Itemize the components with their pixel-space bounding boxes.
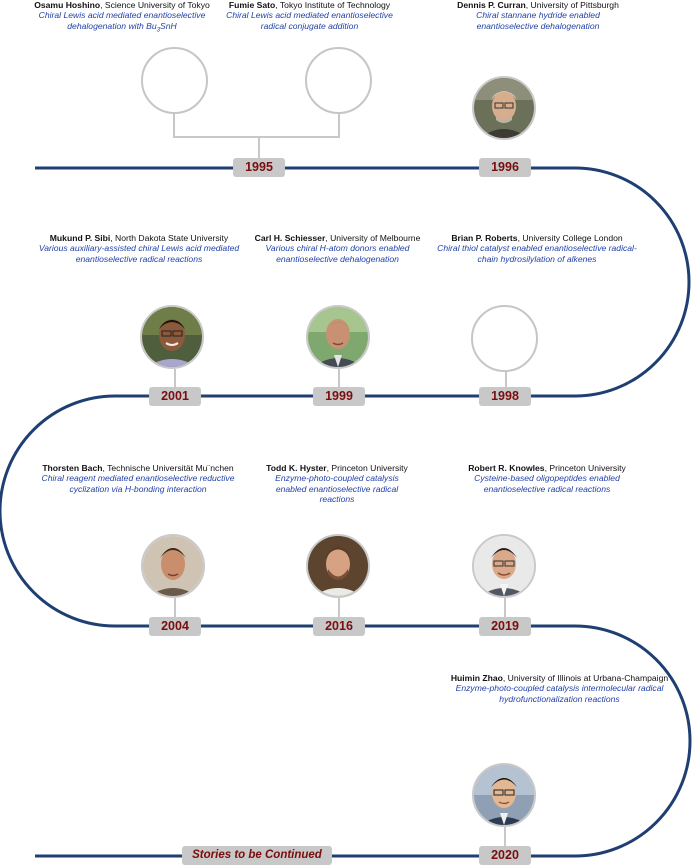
portrait-bach (141, 534, 205, 598)
description-line-1: Chiral Lewis acid mediated enantioselect… (38, 10, 206, 21)
portrait-image (308, 536, 368, 596)
researcher-affiliation: , University of Melbourne (325, 233, 421, 243)
researcher-name: Thorsten Bach (42, 463, 103, 473)
connector (338, 369, 340, 387)
research-description: Various auxiliary-assisted chiral Lewis … (38, 243, 240, 264)
entry-sato: Fumie Sato, Tokyo Institute of Technolog… (197, 0, 422, 31)
research-description: Various chiral H-atom donors enabled ena… (265, 243, 410, 264)
connector (504, 827, 506, 846)
entry-zhao: Huimin Zhao, University of Illinois at U… (442, 673, 677, 704)
connector-bar (173, 136, 340, 138)
description-line-2: dehalogenation with Bu (67, 20, 157, 31)
researcher-affiliation: , Science University of Tokyo (100, 0, 210, 10)
researcher-affiliation: , Tokyo Institute of Technology (275, 0, 391, 10)
research-description: Chiral thiol catalyst enabled enantiosel… (437, 243, 637, 264)
placeholder-circle-hoshino (141, 47, 208, 114)
year-2019: 2019 (479, 617, 531, 636)
entry-roberts: Brian P. Roberts, University College Lon… (432, 233, 642, 264)
year-2004: 2004 (149, 617, 201, 636)
placeholder-circle-roberts (471, 305, 538, 372)
researcher-affiliation: , University of Pittsburgh (525, 0, 619, 10)
researcher-affiliation: , Technische Universität Mu¨nchen (102, 463, 234, 473)
year-1996: 1996 (479, 158, 531, 177)
researcher-name: Dennis P. Curran (457, 0, 526, 10)
researcher-name: Brian P. Roberts (451, 233, 518, 243)
connector (173, 113, 175, 137)
stories-to-be-continued-label: Stories to be Continued (182, 846, 332, 865)
connector (505, 372, 507, 387)
portrait-image (474, 78, 534, 138)
research-description: Enzyme-photo-coupled catalysis intermole… (455, 683, 664, 704)
portrait-knowles (472, 534, 536, 598)
research-description: Chiral stannane hydride enabled enantios… (476, 10, 600, 31)
entry-knowles: Robert R. Knowles, Princeton University … (452, 463, 642, 494)
research-description: Chiral Lewis acid mediated enantioselect… (7, 10, 237, 36)
connector (174, 369, 176, 387)
portrait-image (474, 536, 534, 596)
year-1999: 1999 (313, 387, 365, 406)
researcher-affiliation: , Princeton University (326, 463, 408, 473)
connector (504, 598, 506, 617)
entry-bach: Thorsten Bach, Technische Universität Mu… (22, 463, 254, 494)
researcher-affiliation: , University of Illinois at Urbana-Champ… (502, 673, 669, 683)
portrait-image (474, 765, 534, 825)
connector (174, 598, 176, 617)
research-description: Chiral Lewis acid mediated enantioselect… (226, 10, 393, 31)
portrait-image (142, 307, 202, 367)
researcher-name: Huimin Zhao (450, 673, 503, 683)
timeline-line (0, 166, 692, 858)
research-description: Enzyme-photo-coupled catalysis enabled e… (275, 473, 399, 505)
researcher-affiliation: , Princeton University (544, 463, 626, 473)
subscript-3: 3 (156, 27, 160, 34)
researcher-name: Robert R. Knowles (468, 463, 545, 473)
entry-schiesser: Carl H. Schiesser, University of Melbour… (245, 233, 430, 264)
connector (338, 113, 340, 137)
portrait-zhao (472, 763, 536, 827)
year-2020: 2020 (479, 846, 531, 865)
researcher-affiliation: , North Dakota State University (110, 233, 229, 243)
research-description: Cysteine-based oligopeptides enabled ena… (474, 473, 620, 494)
researcher-name: Carl H. Schiesser (254, 233, 326, 243)
entry-hoshino: Osamu Hoshino, Science University of Tok… (7, 0, 237, 36)
portrait-schiesser (306, 305, 370, 369)
researcher-name: Mukund P. Sibi (49, 233, 111, 243)
researcher-name: Fumie Sato (228, 0, 276, 10)
portrait-sibi (140, 305, 204, 369)
researcher-name: Osamu Hoshino (34, 0, 101, 10)
entry-sibi: Mukund P. Sibi, North Dakota State Unive… (24, 233, 254, 264)
connector (338, 598, 340, 617)
placeholder-circle-sato (305, 47, 372, 114)
portrait-image (308, 307, 368, 367)
connector (258, 136, 260, 158)
description-line-2b: SnH (159, 20, 177, 31)
year-2001: 2001 (149, 387, 201, 406)
entry-curran: Dennis P. Curran, University of Pittsbur… (438, 0, 638, 31)
research-description: Chiral reagent mediated enantioselective… (41, 473, 235, 494)
year-2016: 2016 (313, 617, 365, 636)
portrait-image (143, 536, 203, 596)
researcher-name: Todd K. Hyster (266, 463, 327, 473)
portrait-hyster (306, 534, 370, 598)
entry-hyster: Todd K. Hyster, Princeton University Enz… (262, 463, 412, 505)
year-1998: 1998 (479, 387, 531, 406)
year-1995: 1995 (233, 158, 285, 177)
portrait-curran (472, 76, 536, 140)
researcher-affiliation: , University College London (517, 233, 623, 243)
